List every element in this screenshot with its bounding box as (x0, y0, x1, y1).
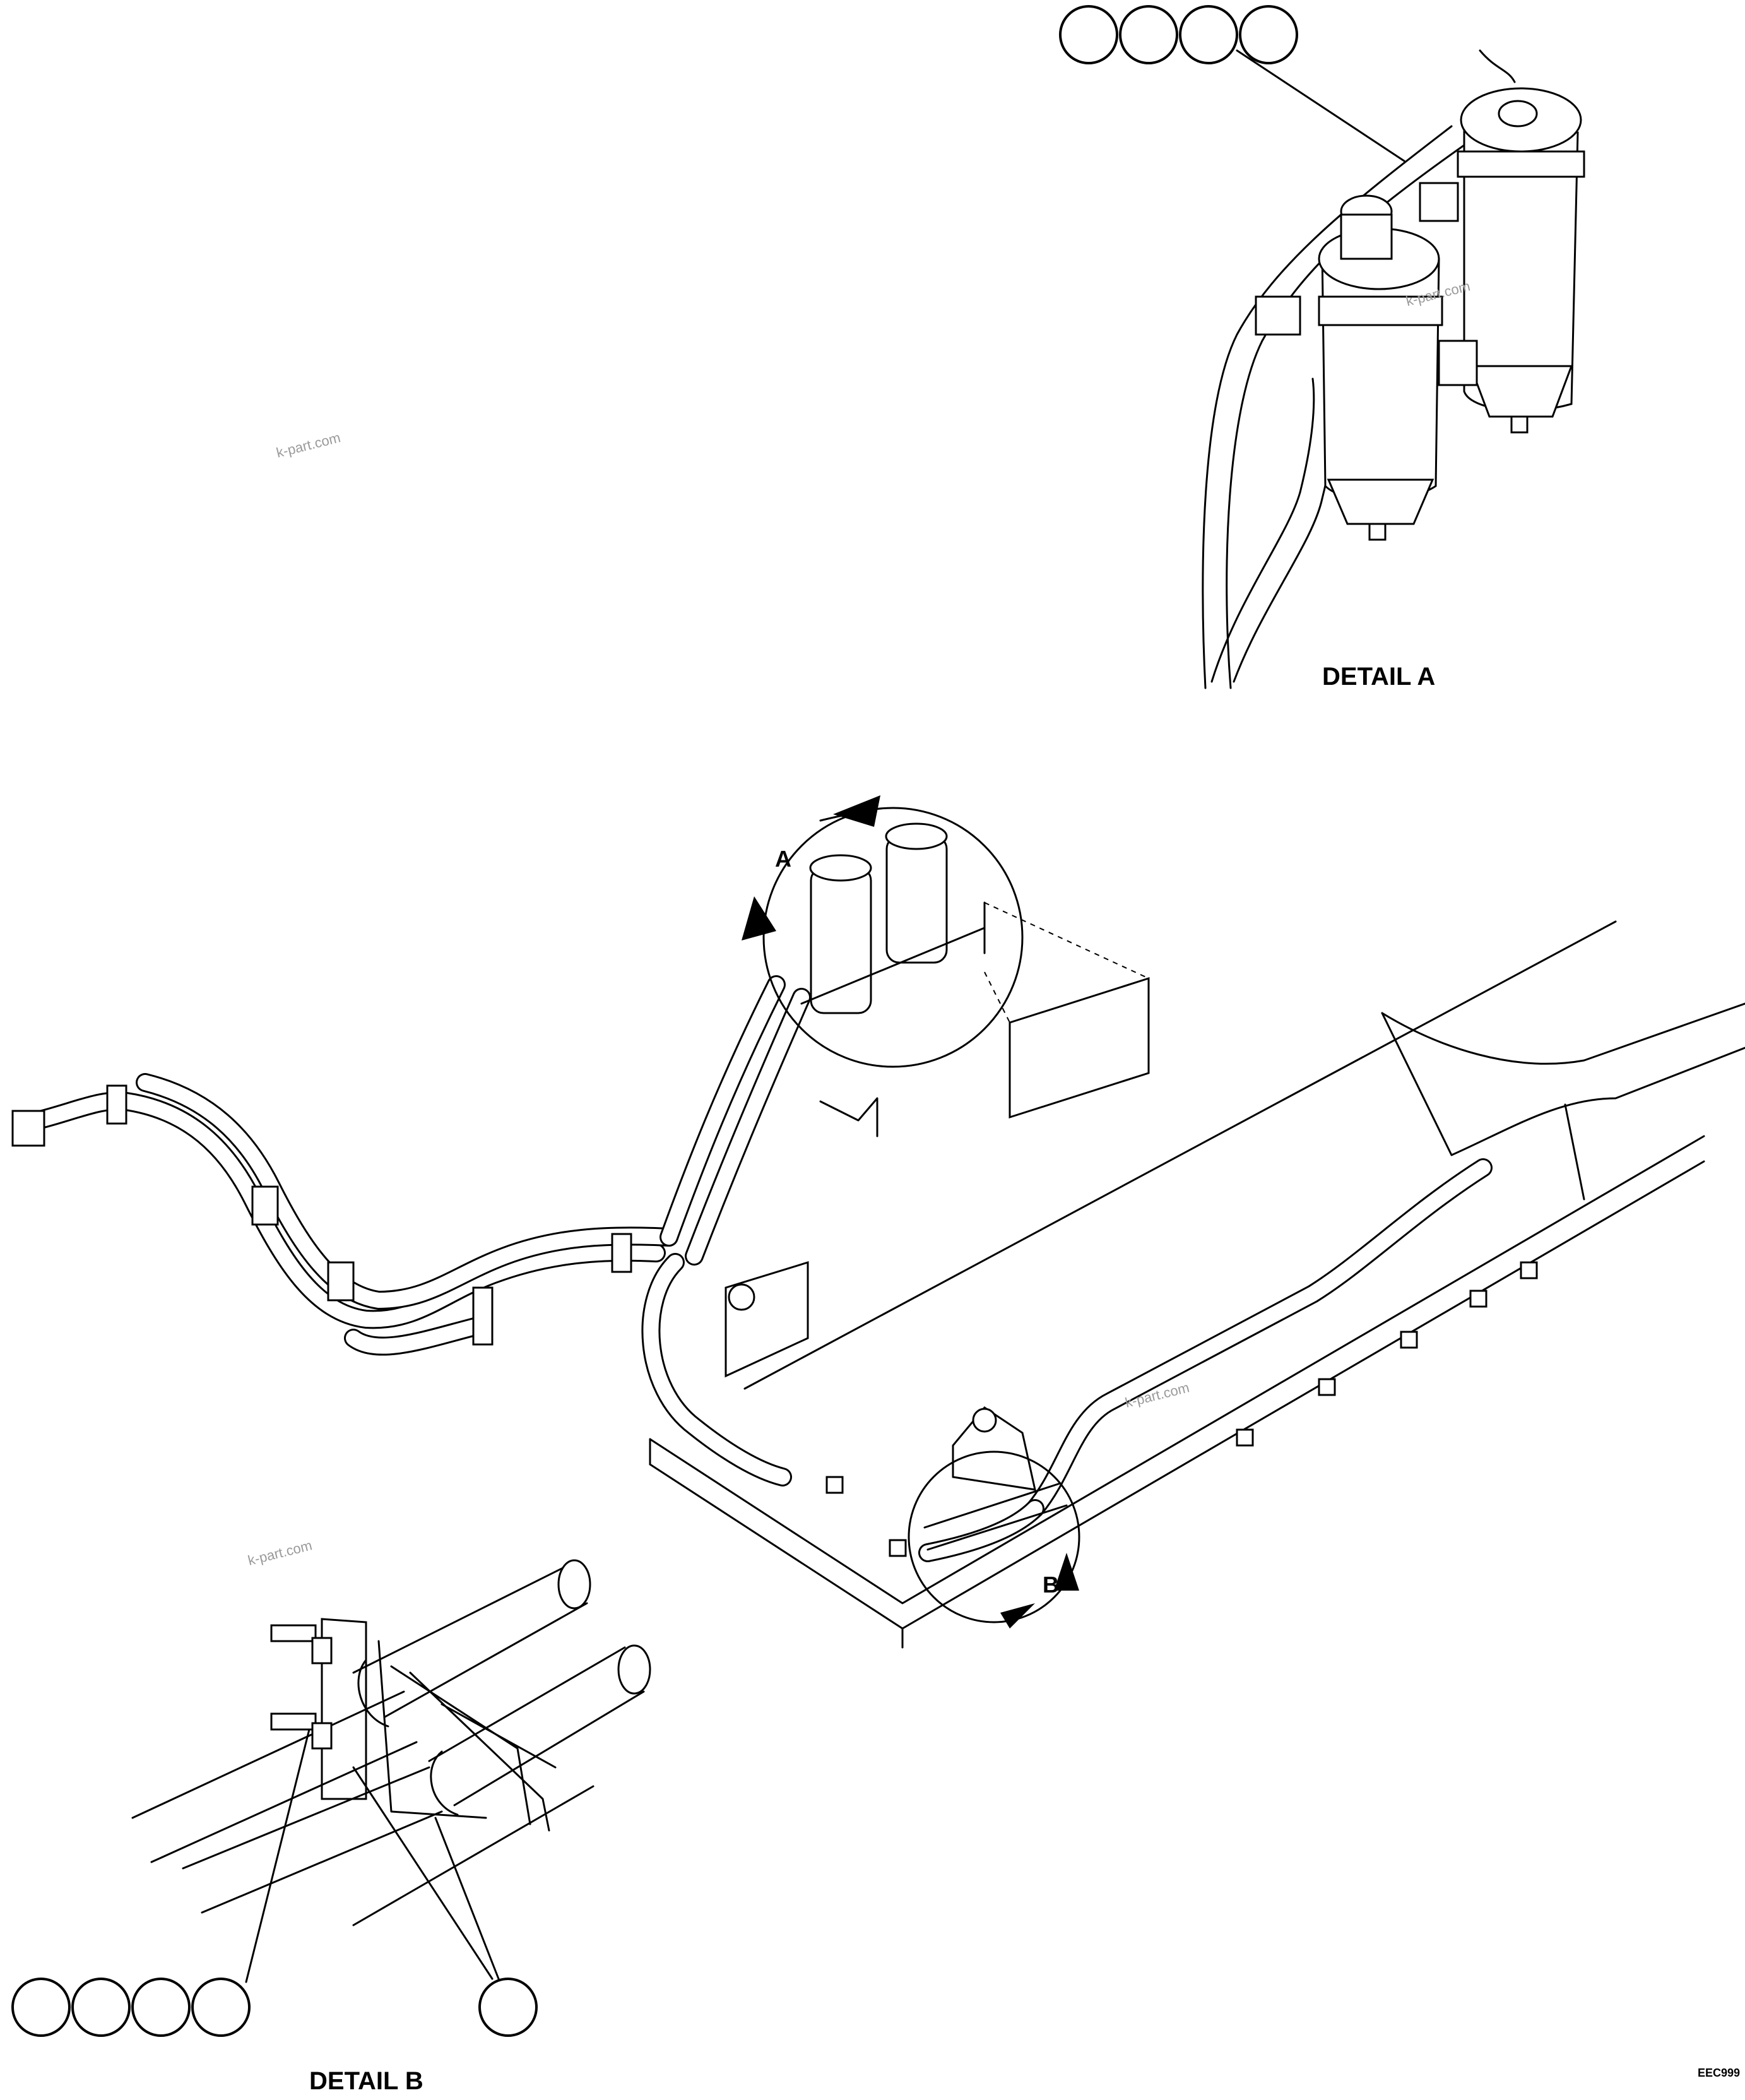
detail-a-drawing (1202, 49, 1585, 689)
watermark: k-part.com (246, 1537, 314, 1568)
detail-a-label: DETAIL A (1322, 663, 1435, 691)
view-b-label: B (1043, 1572, 1059, 1598)
detail-b-drawing (131, 1559, 651, 1983)
rail-clamps (825, 1261, 1538, 1557)
main-assembly (11, 920, 1745, 1649)
detail-b-label: DETAIL B (309, 2067, 423, 2095)
detail-circle-b (908, 1450, 1080, 1628)
detail-circle-a (742, 795, 1150, 1119)
view-a-label: A (775, 846, 791, 872)
drawing-code: EEC999 (1698, 2067, 1740, 2079)
filter-canister-front (1318, 194, 1443, 541)
detail-b-callouts (11, 1978, 538, 2037)
watermark: k-part.com (275, 429, 342, 460)
filter-canister-rear (1457, 87, 1585, 434)
detail-a-callouts (1059, 5, 1298, 64)
hose-elbow-left (11, 1110, 45, 1147)
